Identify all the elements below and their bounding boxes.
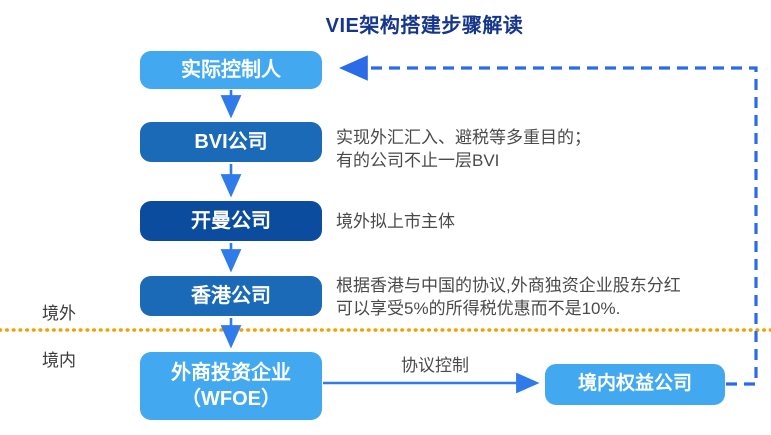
node-bvi-company: BVI公司	[140, 122, 322, 162]
node-actual-controller: 实际控制人	[140, 51, 322, 89]
note-cayman-line1: 境外拟上市主体	[336, 212, 455, 231]
node-cayman-label: 开曼公司	[191, 210, 271, 232]
note-hongkong: 根据香港与中国的协议,外商独资企业股东分红 可以享受5%的所得税优惠而不是10%…	[336, 274, 681, 320]
node-domestic-equity-company: 境内权益公司	[545, 364, 725, 405]
node-domestic-label: 境内权益公司	[577, 373, 692, 395]
region-label-offshore: 境外	[42, 304, 76, 323]
note-cayman: 境外拟上市主体	[336, 210, 455, 233]
node-wfoe-label-line1: 外商投资企业	[171, 362, 291, 384]
node-wfoe-company: 外商投资企业 （WFOE）	[140, 352, 322, 420]
feedback-dashed-arrow	[339, 55, 758, 386]
note-bvi-line2: 有的公司不止一层BVI	[336, 151, 500, 170]
edge-label-contract-control: 协议控制	[401, 356, 469, 375]
node-cayman-company: 开曼公司	[140, 201, 322, 241]
note-hk-line2: 可以享受5%的所得税优惠而不是10%.	[336, 299, 621, 318]
node-hongkong-company: 香港公司	[140, 276, 322, 316]
node-hk-label: 香港公司	[191, 285, 271, 307]
node-actual-controller-label: 实际控制人	[181, 59, 281, 81]
node-bvi-label: BVI公司	[194, 131, 268, 153]
node-wfoe-label-line2: （WFOE）	[181, 388, 281, 410]
region-label-onshore: 境内	[42, 351, 76, 370]
note-hk-line1: 根据香港与中国的协议,外商独资企业股东分红	[336, 276, 681, 295]
diagram-title: VIE架构搭建步骤解读	[325, 15, 524, 37]
note-bvi-line1: 实现外汇汇入、避税等多重目的；	[336, 128, 591, 147]
note-bvi: 实现外汇汇入、避税等多重目的； 有的公司不止一层BVI	[336, 126, 591, 172]
